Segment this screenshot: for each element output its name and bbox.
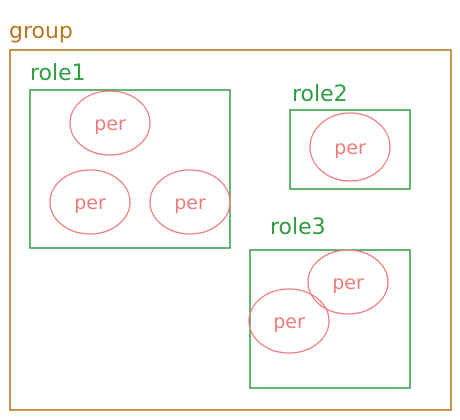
- role2-label: role2: [292, 82, 348, 107]
- role3-box: [249, 249, 411, 389]
- role2-per-node-1: [309, 112, 391, 182]
- role3-label: role3: [270, 215, 326, 240]
- role1-label: role1: [30, 61, 86, 86]
- role1-box: [29, 89, 231, 249]
- role1-per-node-2: [49, 169, 131, 235]
- role3-per-label-2: per: [273, 311, 305, 333]
- role1-per-label-1: per: [94, 113, 126, 135]
- role2-per-label-1: per: [334, 137, 366, 159]
- role1-per-label-3: per: [174, 192, 206, 214]
- role3-per-node-1: [307, 249, 389, 315]
- group-label: group: [9, 19, 73, 44]
- group-box: [9, 49, 452, 411]
- role3-per-node-2: [248, 288, 330, 354]
- role1-per-node-3: [149, 169, 231, 235]
- role1-per-label-2: per: [74, 192, 106, 214]
- role3-per-label-1: per: [332, 272, 364, 294]
- role1-per-node-1: [69, 90, 151, 156]
- role2-box: [289, 109, 411, 190]
